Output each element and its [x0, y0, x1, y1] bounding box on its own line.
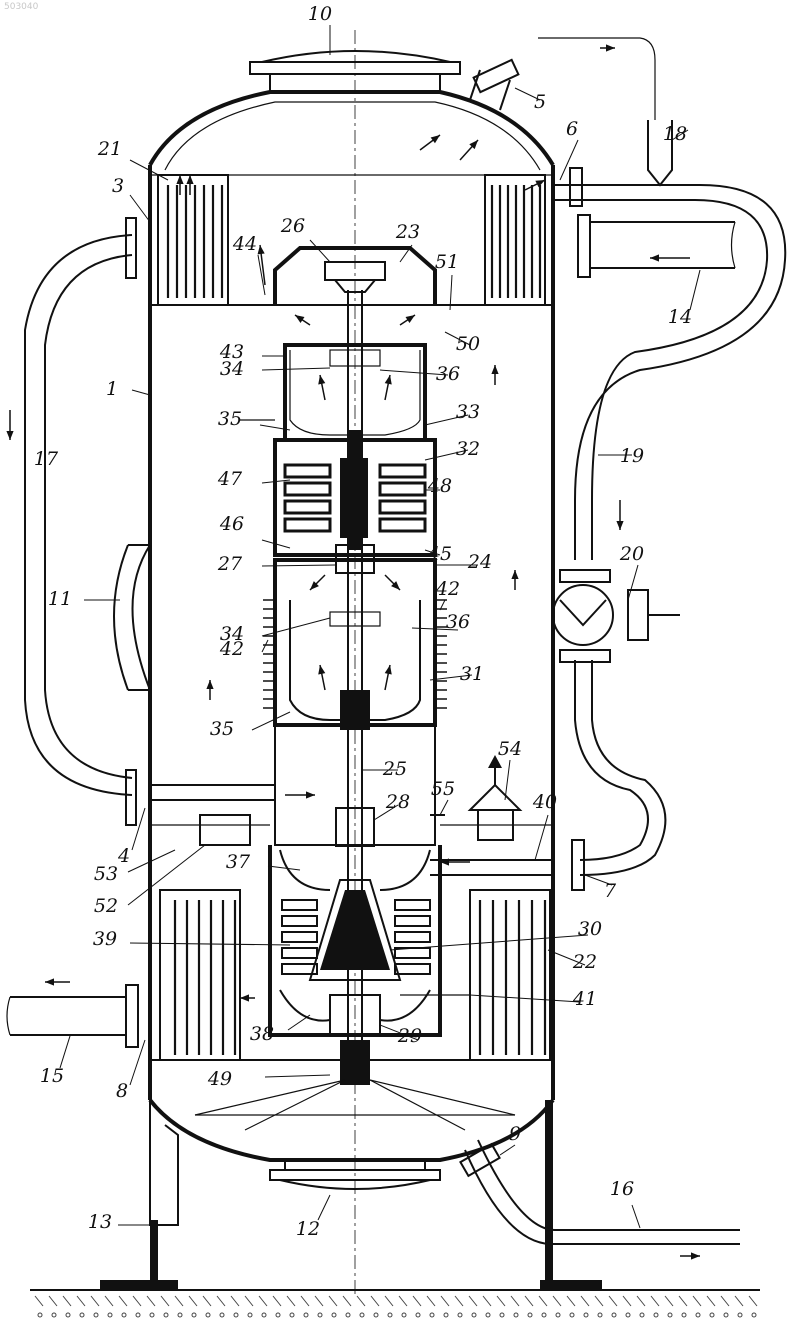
- callout-18: 18: [663, 123, 687, 145]
- callout-12: 12: [296, 1218, 320, 1240]
- pipe-14: [578, 215, 735, 277]
- callout-6: 6: [566, 118, 578, 140]
- callout-4: 4: [117, 845, 130, 867]
- callout-13: 13: [88, 1211, 112, 1233]
- callout-28: 28: [385, 791, 410, 813]
- callout-49: 49: [207, 1068, 232, 1090]
- callout-29: 29: [397, 1025, 422, 1047]
- pipe-15: [7, 985, 138, 1047]
- callout-40: 40: [532, 791, 557, 813]
- callout-7: 7: [604, 880, 617, 902]
- callout-20: 20: [619, 543, 644, 565]
- callout-52: 52: [94, 895, 118, 917]
- callout-43: 43: [219, 341, 244, 363]
- callout-3: 3: [112, 175, 124, 197]
- callout-33: 33: [456, 401, 480, 423]
- callout-11: 11: [48, 588, 72, 610]
- pipe-18: [538, 38, 672, 185]
- callout-42: 42: [219, 638, 244, 660]
- callout-53: 53: [94, 863, 118, 885]
- callout-46: 46: [219, 513, 244, 535]
- callout-16: 16: [610, 1178, 634, 1200]
- callout-19: 19: [620, 445, 644, 467]
- callout-55: 55: [431, 778, 455, 800]
- callout-9: 9: [509, 1123, 521, 1145]
- callout-36: 36: [446, 611, 470, 633]
- callout-1: 1: [106, 378, 118, 400]
- callout-38: 38: [250, 1023, 274, 1045]
- pipe-17: [25, 218, 136, 825]
- support-legs: [100, 1100, 602, 1290]
- callout-35: 35: [210, 718, 234, 740]
- callout-14: 14: [668, 306, 692, 328]
- callout-21: 21: [97, 138, 122, 160]
- callout-24: 24: [467, 551, 492, 573]
- callout-32: 32: [456, 438, 480, 460]
- callout-51: 51: [435, 251, 459, 273]
- callout-17: 17: [34, 448, 59, 470]
- callout-36: 36: [436, 363, 460, 385]
- callout-31: 31: [460, 663, 484, 685]
- callout-44: 44: [232, 233, 257, 255]
- callout-5: 5: [534, 91, 546, 113]
- callout-15: 15: [40, 1065, 64, 1087]
- callout-23: 23: [395, 221, 420, 243]
- callout-22: 22: [572, 951, 597, 973]
- callout-45: 45: [427, 543, 452, 565]
- callout-30: 30: [578, 918, 602, 940]
- valve-20: [553, 570, 680, 662]
- callout-48: 48: [427, 475, 452, 497]
- callout-39: 39: [93, 928, 117, 950]
- pipe-16: [460, 1140, 740, 1244]
- lower-separator: [270, 845, 553, 1085]
- callout-27: 27: [217, 553, 243, 575]
- callout-8: 8: [116, 1080, 128, 1102]
- callout-35: 35: [218, 408, 242, 430]
- vessel-shell: [114, 30, 553, 1295]
- upper-heat-exchangers: [150, 175, 553, 305]
- callout-37: 37: [226, 851, 251, 873]
- callout-54: 54: [498, 738, 522, 760]
- callout-25: 25: [382, 758, 407, 780]
- callout-41: 41: [572, 988, 597, 1010]
- callout-26: 26: [280, 215, 305, 237]
- ground-foundation: [30, 1290, 760, 1317]
- callout-47: 47: [217, 468, 243, 490]
- callout-42: 42: [435, 578, 460, 600]
- callout-50: 50: [456, 333, 480, 355]
- callout-10: 10: [308, 3, 332, 25]
